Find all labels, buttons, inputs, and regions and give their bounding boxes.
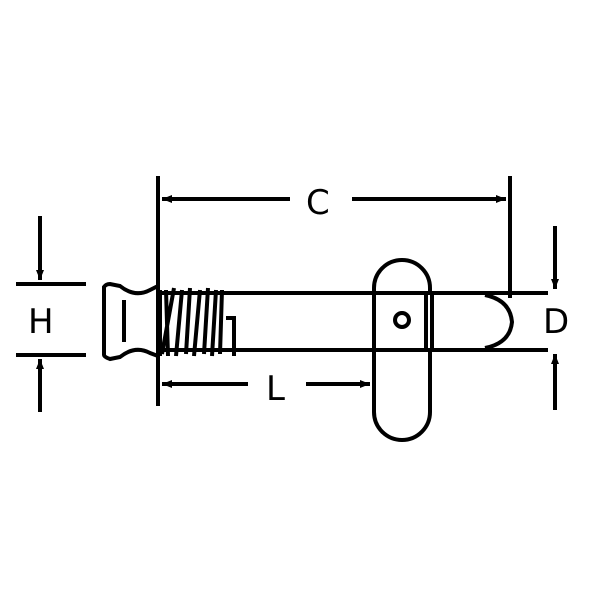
spring	[158, 287, 236, 357]
ball-tip	[484, 293, 515, 350]
dimension-label-c: C	[306, 183, 330, 223]
cross-hole	[393, 311, 411, 329]
pin-body	[102, 258, 548, 442]
head-knob	[102, 281, 160, 362]
dimension-label-h: H	[28, 302, 54, 342]
dimension-label-d: D	[543, 302, 569, 342]
dimension-label-l: L	[266, 369, 285, 409]
